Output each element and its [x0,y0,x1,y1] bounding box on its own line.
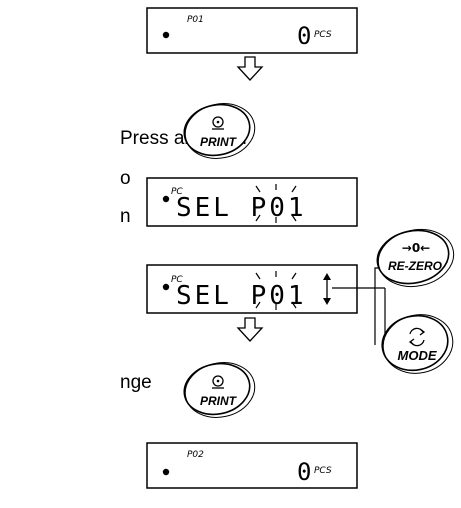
mode-button[interactable]: MODE [377,308,458,379]
indicator-dot [162,283,170,291]
instruction-fragment-o: o [120,168,131,189]
display-unit: PCS [314,30,332,40]
down-arrow-icon [236,56,264,81]
instruction-fragment-nge: nge [120,372,152,393]
display-small-label: P02 [187,450,204,460]
print-label: PRINT [200,394,238,408]
zero-arrows-icon: →0← [402,241,430,255]
display-panel-2: PC SEL P01 [146,177,358,227]
display-small-label: PC [171,187,183,197]
display-value: 0 [297,22,311,50]
print-button-1[interactable]: PRINT [180,97,260,164]
display-value: 0 [297,458,311,486]
blink-rays [255,271,297,310]
print-button-2[interactable]: PRINT [180,356,260,423]
down-arrow-icon [236,317,264,342]
power-icon [212,116,224,130]
indicator-dot [162,31,170,39]
up-down-arrow-icon [323,273,331,305]
display-small-label: P01 [187,15,204,25]
display-panel-4: P02 0 PCS [146,442,358,489]
mode-label: MODE [398,348,437,363]
print-label: PRINT [200,135,238,149]
power-icon [212,375,224,389]
blink-rays [255,184,297,223]
indicator-dot [162,468,170,476]
display-panel-3: PC SEL P01 [146,264,358,314]
display-unit: PCS [314,466,332,476]
re-zero-button[interactable]: →0← RE-ZERO [372,223,459,294]
instruction-fragment-n: n [120,206,131,227]
cycle-icon [408,327,426,347]
indicator-dot [162,195,170,203]
display-main-text: SEL P01 [176,193,307,223]
re-zero-label: RE-ZERO [388,259,443,273]
display-main-text: SEL P01 [176,281,307,311]
display-small-label: PC [171,275,183,285]
display-panel-1: P01 0 PCS [146,7,358,54]
